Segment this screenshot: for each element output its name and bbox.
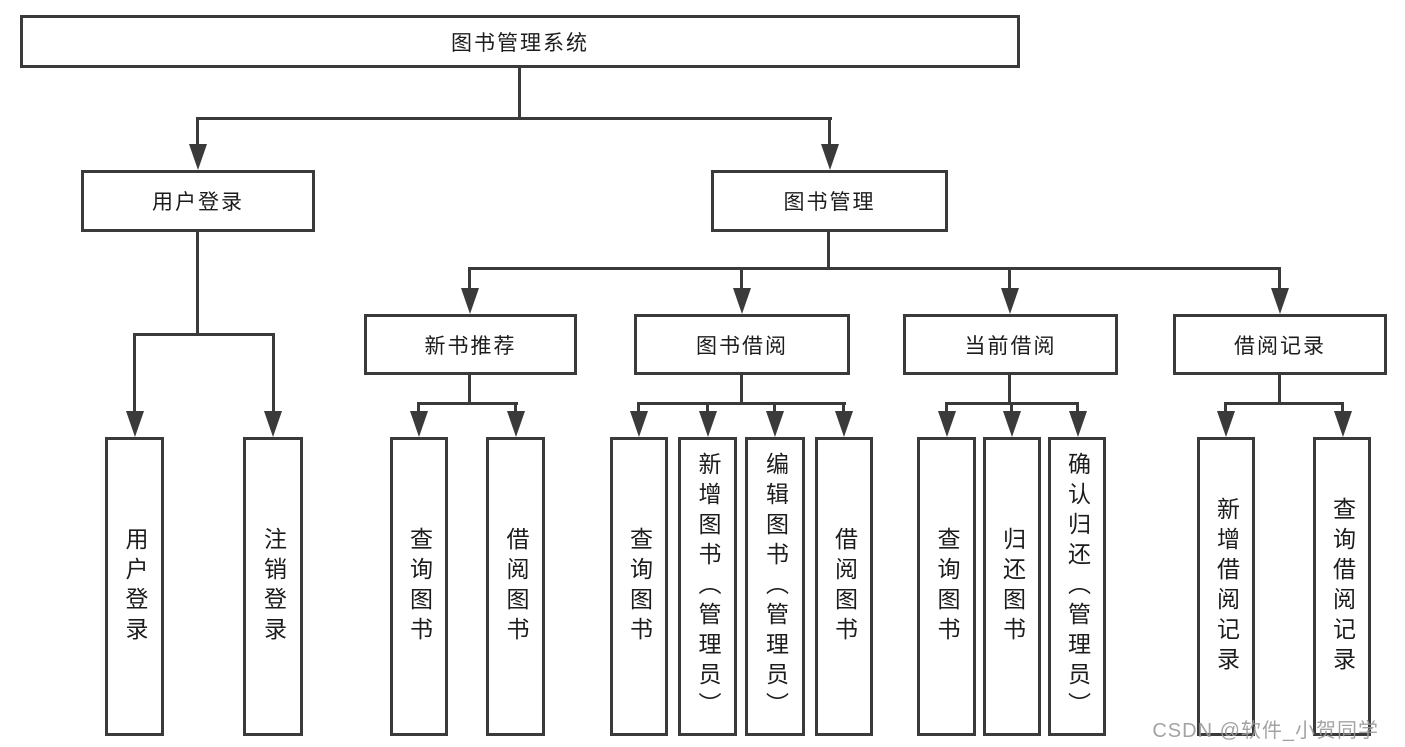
arrowhead-down-icon: [699, 411, 717, 437]
connector-line: [196, 232, 199, 335]
leaf-logout: 注销登录: [243, 437, 303, 736]
node-book-borrow: 图书借阅: [634, 314, 850, 375]
leaf-label: 新增图书（管理员）: [695, 451, 721, 722]
arrowhead-down-icon: [1069, 411, 1087, 437]
connector-line: [468, 267, 1281, 270]
arrowhead-down-icon: [733, 288, 751, 314]
connector-line: [468, 375, 471, 405]
leaf-label: 归还图书: [999, 526, 1026, 647]
leaf-label: 注销登录: [260, 526, 287, 647]
leaf-label: 借阅图书: [503, 526, 529, 647]
leaf-borrow-books-2: 借阅图书: [815, 437, 873, 736]
arrowhead-down-icon: [1003, 411, 1021, 437]
node-user-login: 用户登录: [81, 170, 315, 232]
connector-line: [828, 117, 831, 152]
connector-line: [272, 333, 275, 415]
arrowhead-down-icon: [1271, 288, 1289, 314]
node-root: 图书管理系统: [20, 15, 1020, 68]
arrowhead-down-icon: [1217, 411, 1235, 437]
arrowhead-down-icon: [1334, 411, 1352, 437]
leaf-label: 新增借阅记录: [1213, 496, 1240, 677]
connector-line: [514, 402, 517, 416]
leaf-label: 查询图书: [626, 526, 653, 647]
arrowhead-down-icon: [821, 144, 839, 170]
leaf-label: 查询借阅记录: [1329, 496, 1356, 677]
leaf-confirm-return-admin: 确认归还（管理员）: [1048, 437, 1106, 736]
connector-line: [468, 267, 471, 292]
node-borrow-records: 借阅记录: [1173, 314, 1387, 375]
connector-line: [1224, 402, 1344, 405]
connector-line: [637, 402, 846, 405]
leaf-query-books-3: 查询图书: [917, 437, 976, 736]
node-book-management: 图书管理: [711, 170, 948, 232]
connector-line: [1224, 402, 1227, 416]
connector-line: [1278, 375, 1281, 405]
arrowhead-down-icon: [1001, 288, 1019, 314]
connector-line: [1278, 267, 1281, 292]
connector-line: [842, 402, 845, 416]
arrowhead-down-icon: [835, 411, 853, 437]
leaf-label: 用户登录: [122, 526, 148, 647]
connector-line: [417, 402, 420, 416]
leaf-query-books-1: 查询图书: [390, 437, 448, 736]
leaf-borrow-books-1: 借阅图书: [486, 437, 545, 736]
connector-line: [518, 68, 521, 120]
connector-line: [196, 117, 199, 152]
arrowhead-down-icon: [938, 411, 956, 437]
leaf-query-borrow-record: 查询借阅记录: [1313, 437, 1371, 736]
arrowhead-down-icon: [461, 288, 479, 314]
leaf-edit-books-admin: 编辑图书（管理员）: [745, 437, 805, 736]
arrowhead-down-icon: [126, 411, 144, 437]
leaf-label: 查询图书: [934, 526, 960, 647]
leaf-label: 编辑图书（管理员）: [762, 451, 789, 722]
leaf-query-books-2: 查询图书: [610, 437, 668, 736]
arrowhead-down-icon: [766, 411, 784, 437]
node-new-book-recommend: 新书推荐: [364, 314, 577, 375]
leaf-add-books-admin: 新增图书（管理员）: [678, 437, 737, 736]
connector-line: [740, 375, 743, 405]
leaf-add-borrow-record: 新增借阅记录: [1197, 437, 1255, 736]
node-current-borrow: 当前借阅: [903, 314, 1118, 375]
arrowhead-down-icon: [630, 411, 648, 437]
arrowhead-down-icon: [507, 411, 525, 437]
arrowhead-down-icon: [189, 144, 207, 170]
connector-line: [1008, 267, 1011, 292]
connector-line: [1010, 402, 1013, 416]
leaf-user-login: 用户登录: [105, 437, 164, 736]
csdn-watermark: CSDN @软件_小贺同学: [1152, 720, 1379, 742]
connector-line: [1076, 402, 1079, 416]
connector-line: [945, 402, 948, 416]
connector-line: [417, 402, 518, 405]
arrowhead-down-icon: [264, 411, 282, 437]
arrowhead-down-icon: [410, 411, 428, 437]
connector-line: [773, 402, 776, 416]
connector-line: [133, 333, 275, 336]
connector-line: [133, 333, 136, 415]
leaf-label: 借阅图书: [831, 526, 858, 647]
connector-line: [706, 402, 709, 416]
connector-line: [1341, 402, 1344, 416]
connector-line: [637, 402, 640, 416]
connector-line: [740, 267, 743, 292]
leaf-return-books: 归还图书: [983, 437, 1041, 736]
connector-line: [827, 232, 830, 270]
leaf-label: 确认归还（管理员）: [1064, 451, 1091, 722]
connector-line: [196, 117, 832, 120]
leaf-label: 查询图书: [406, 526, 433, 647]
connector-line: [1008, 375, 1011, 405]
